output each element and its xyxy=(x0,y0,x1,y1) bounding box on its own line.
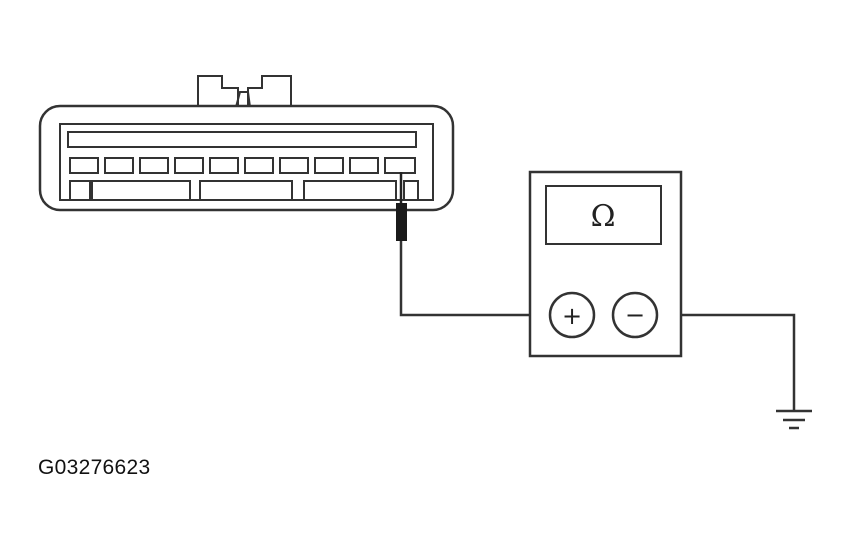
meter-ohm-symbol: Ω xyxy=(591,199,616,234)
probe-handle xyxy=(396,203,407,241)
test-leads xyxy=(399,241,796,410)
lower-cavity xyxy=(303,180,397,201)
ground-icon xyxy=(776,409,812,430)
pin-cavity xyxy=(209,157,239,174)
pin-cavity xyxy=(139,157,169,174)
connector-locking-tab-bridge xyxy=(235,91,251,108)
negative-terminal-label: − xyxy=(625,301,645,329)
electrical-connector xyxy=(38,75,455,212)
pin-cavity xyxy=(279,157,309,174)
lower-cavity-row xyxy=(69,180,419,201)
positive-terminal xyxy=(548,291,596,339)
lower-cavity xyxy=(199,180,293,201)
lower-cavity xyxy=(69,180,91,201)
connector-top-slot xyxy=(67,131,417,148)
lower-cavity xyxy=(91,180,191,201)
ohmmeter: Ω + − xyxy=(528,170,683,358)
test-probe xyxy=(396,172,407,241)
pin-cavity xyxy=(244,157,274,174)
pin-cavity xyxy=(69,157,99,174)
negative-test-lead xyxy=(658,313,796,410)
pin-cavity xyxy=(349,157,379,174)
pin-cavity-row xyxy=(69,157,416,174)
figure-code: G03276623 xyxy=(38,456,151,479)
pin-cavity xyxy=(314,157,344,174)
meter-display xyxy=(545,185,662,245)
lower-cavity xyxy=(403,180,419,201)
pin-cavity xyxy=(104,157,134,174)
negative-terminal xyxy=(611,291,659,339)
pin-cavity xyxy=(174,157,204,174)
positive-test-lead xyxy=(399,241,549,317)
pin-cavity-probed xyxy=(384,157,416,174)
positive-terminal-label: + xyxy=(562,302,582,330)
